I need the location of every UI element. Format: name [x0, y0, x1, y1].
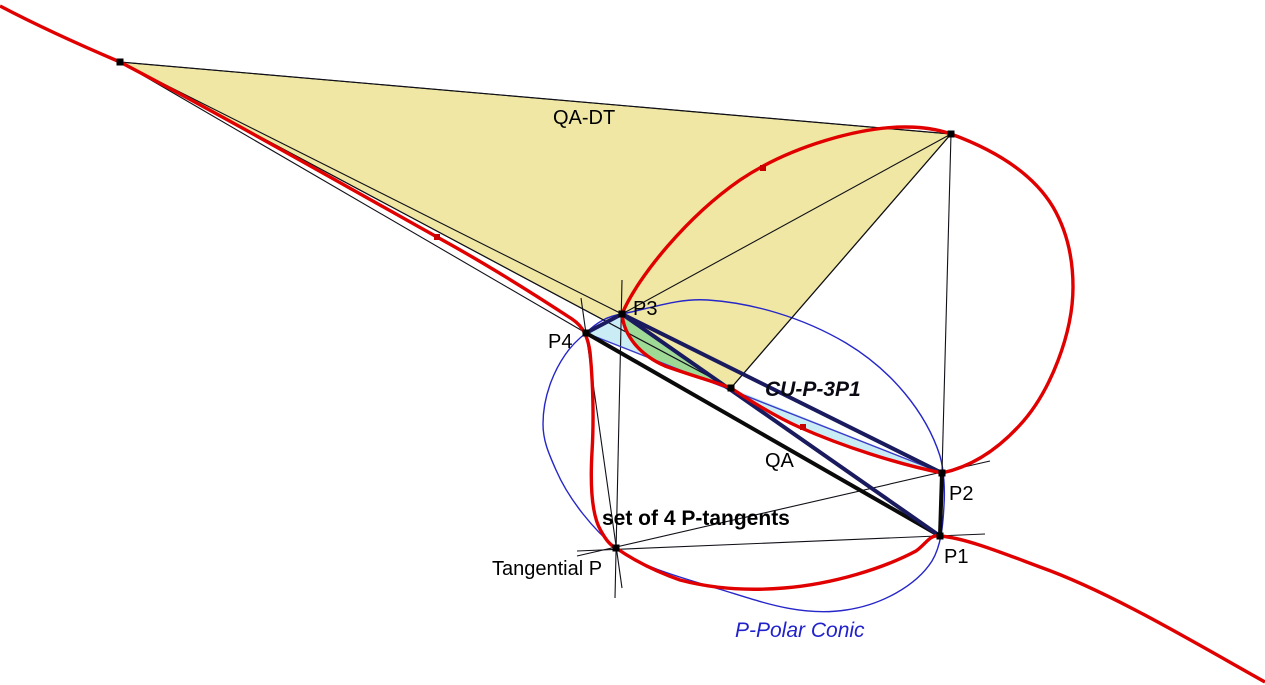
label-p3[interactable]: P3 — [633, 298, 657, 320]
label-p4[interactable]: P4 — [548, 331, 572, 353]
points-layer — [116, 58, 955, 552]
p-tangent-at-p2[interactable] — [576, 460, 991, 557]
line-p3p4-extension[interactable] — [621, 133, 952, 315]
cyan-region-left[interactable] — [586, 314, 731, 388]
line-p1p2-extension[interactable] — [941, 133, 952, 474]
quadrangle-edges-layer — [585, 312, 944, 538]
point-p2[interactable] — [938, 469, 946, 477]
segment-p3-p4[interactable] — [585, 312, 623, 335]
segment-p1-p4[interactable] — [585, 331, 941, 538]
point-p3[interactable] — [618, 310, 626, 318]
qa-dt-triangle-fill[interactable] — [119, 61, 953, 389]
point-dt-vertex-1[interactable] — [116, 58, 124, 66]
point-dt-vertex-3[interactable] — [727, 384, 735, 392]
label-qa-dt[interactable]: QA-DT — [553, 107, 615, 129]
line-p2p3-extension[interactable] — [119, 61, 623, 315]
segment-p1-p3[interactable] — [620, 312, 942, 538]
point-p1[interactable] — [936, 532, 944, 540]
p-tangent-at-p1[interactable] — [576, 533, 986, 552]
label-qa[interactable]: QA — [765, 450, 795, 472]
label-cu-p-3p1[interactable]: CU-P-3P1 — [765, 378, 861, 401]
curve-sample-point-2[interactable] — [760, 165, 766, 171]
label-set-of-4-p-tangents[interactable]: set of 4 P-tangents — [602, 507, 790, 530]
dt-edge-b-c[interactable] — [730, 133, 952, 389]
curve-sample-point-3[interactable] — [800, 424, 806, 430]
label-p1[interactable]: P1 — [944, 546, 968, 568]
dt-edge-a-b[interactable] — [119, 61, 952, 135]
point-dt-vertex-2[interactable] — [947, 130, 955, 138]
label-p-polar-conic[interactable]: P-Polar Conic — [735, 619, 865, 642]
curve-sample-point-1[interactable] — [434, 234, 440, 240]
label-tangential-p[interactable]: Tangential P — [492, 558, 602, 580]
conic-layer — [542, 299, 946, 613]
point-tangential-p[interactable] — [612, 544, 620, 552]
label-p2[interactable]: P2 — [949, 483, 973, 505]
p-polar-conic-curve[interactable] — [542, 299, 946, 613]
cubic-curve-layer — [0, 4, 1265, 684]
segment-p1-p2[interactable] — [938, 472, 944, 537]
point-p4[interactable] — [582, 329, 590, 337]
segment-p2-p3[interactable] — [621, 312, 943, 475]
line-p1p4-extension[interactable] — [119, 61, 587, 334]
cubic-branch-loop[interactable] — [620, 125, 1075, 475]
cubic-branch-asymptotic[interactable] — [0, 4, 1265, 684]
line-p2p4[interactable] — [585, 332, 943, 474]
